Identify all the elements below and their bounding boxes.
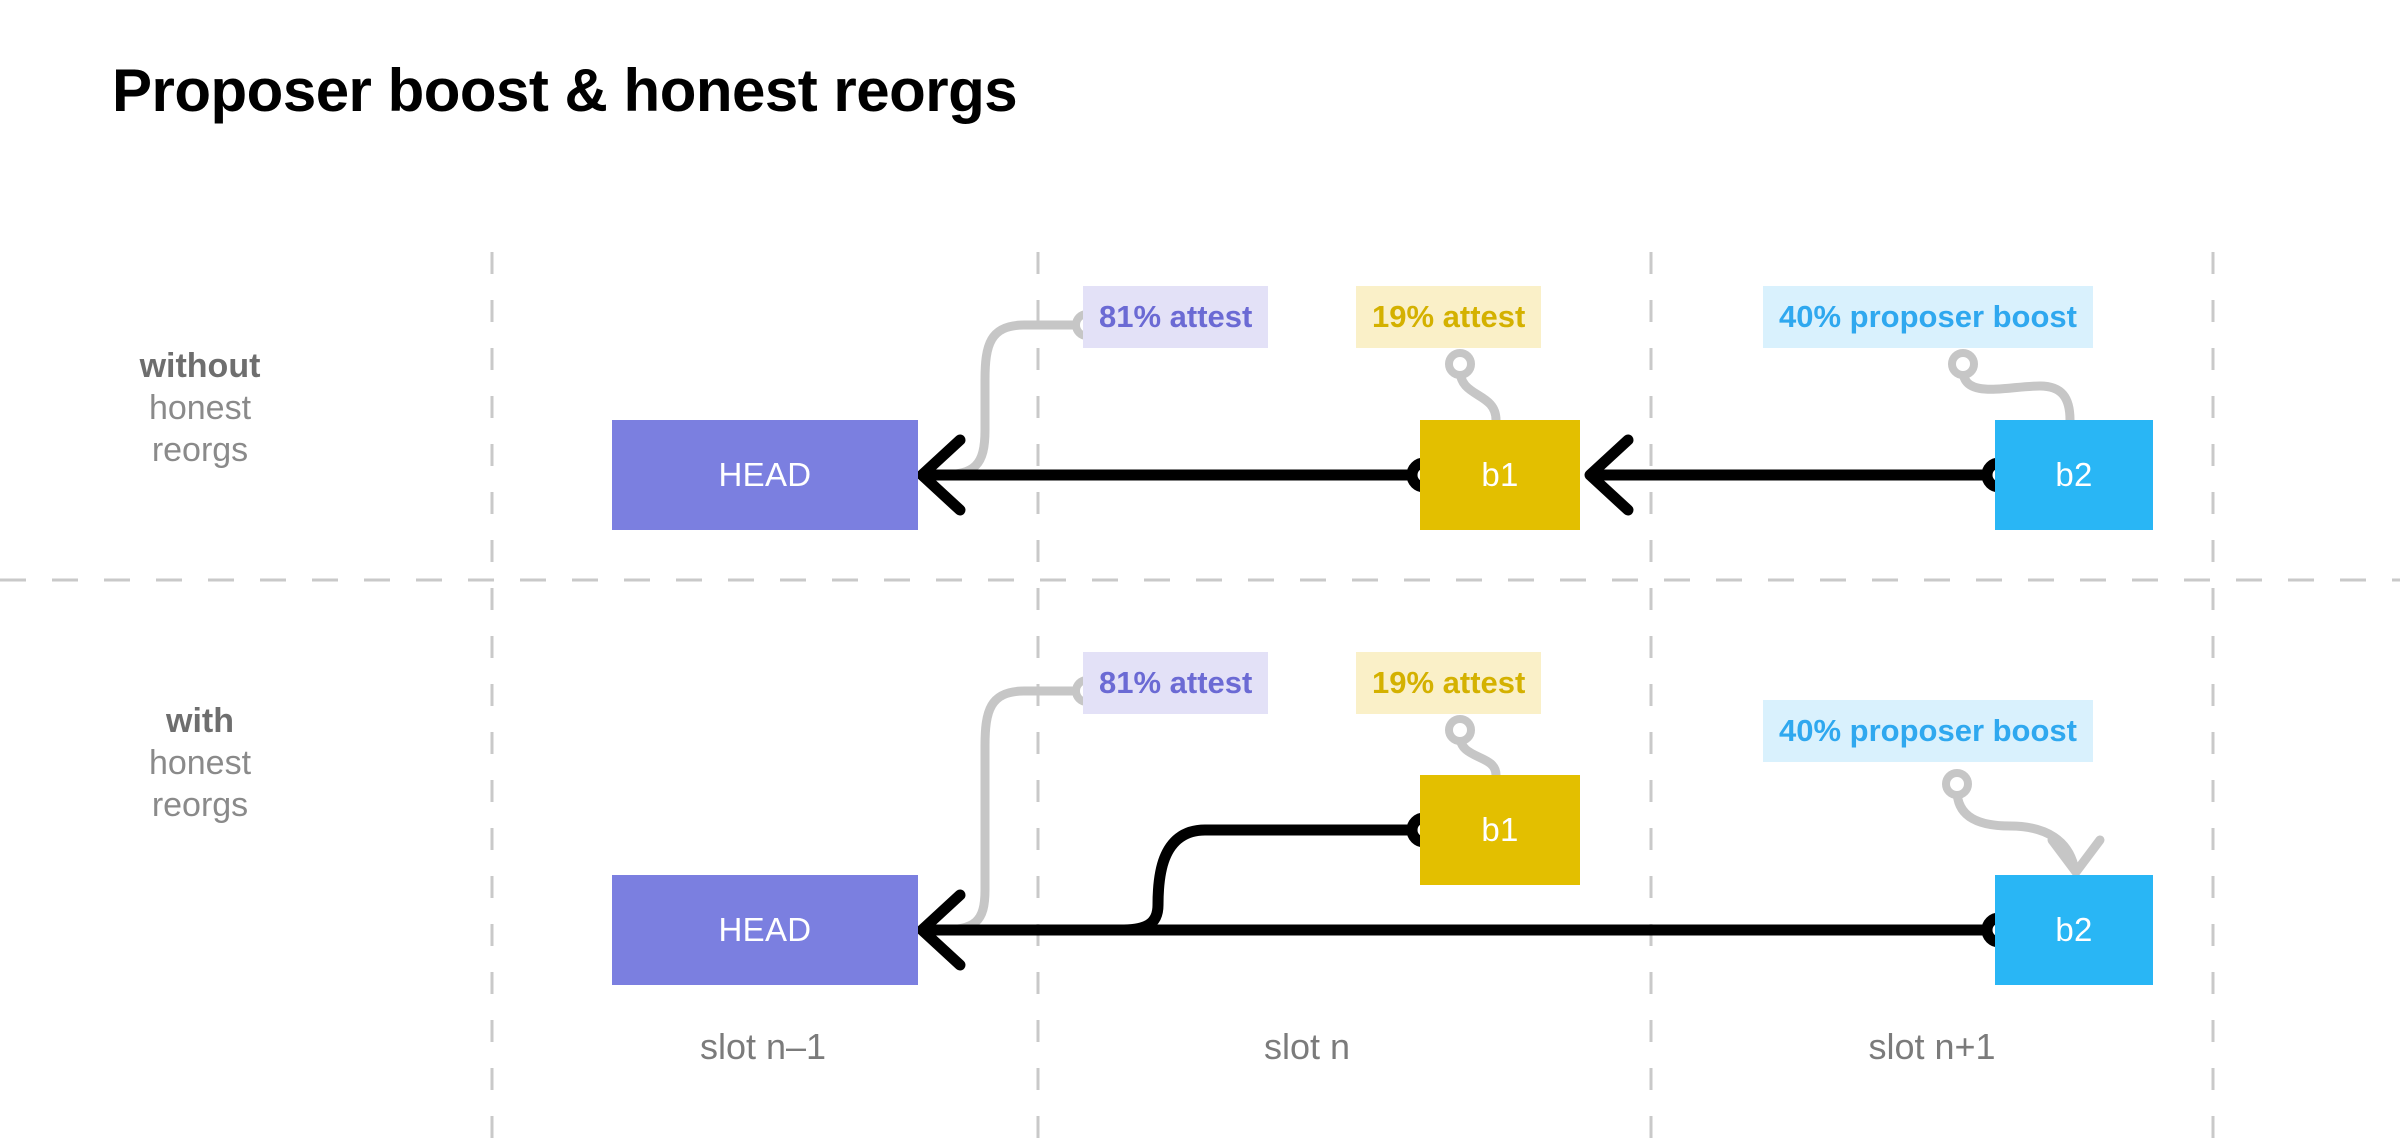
row-label-without-line2: honest xyxy=(148,389,252,428)
leader-boost40-top xyxy=(1948,349,2075,425)
badge-attest81-without: 81% attest xyxy=(1083,286,1269,348)
chain-link-b1-head-top xyxy=(916,434,1442,516)
slot-label-n: slot n xyxy=(1263,1026,1351,1067)
slot-divider-group xyxy=(490,252,2215,1140)
block-b1-without[interactable]: b1 xyxy=(1420,420,1580,530)
leader-attest81-top xyxy=(935,310,1102,480)
block-b1-with[interactable]: b1 xyxy=(1420,775,1580,885)
row-label-with-line3: reorgs xyxy=(151,786,249,825)
badge-attest19-with: 19% attest xyxy=(1356,652,1542,714)
leader-boost40-bot xyxy=(1942,769,2105,877)
block-b2-without[interactable]: b2 xyxy=(1995,420,2153,530)
row-label-with-line2: honest xyxy=(148,744,252,783)
leader-attest19-bot xyxy=(1445,715,1501,780)
row-label-without-line3: reorgs xyxy=(151,431,249,470)
leader-attest19-top xyxy=(1445,349,1501,425)
row-label-with: with honest reorgs xyxy=(20,700,380,826)
chain-branch-b1-orphan-bot xyxy=(1119,812,1442,936)
chain-link-b2-b1-top xyxy=(1584,434,2017,516)
block-head-without[interactable]: HEAD xyxy=(612,420,918,530)
badge-attest19-without: 19% attest xyxy=(1356,286,1542,348)
block-b2-with[interactable]: b2 xyxy=(1995,875,2153,985)
badge-attest81-with: 81% attest xyxy=(1083,652,1269,714)
block-head-with[interactable]: HEAD xyxy=(612,875,918,985)
leader-attest81-bot xyxy=(935,676,1102,935)
row-label-with-strong: with xyxy=(166,702,234,740)
page-title: Proposer boost & honest reorgs xyxy=(112,57,1018,124)
chain-link-b2-head-bot xyxy=(916,889,2017,971)
row-label-without-strong: without xyxy=(139,347,261,385)
badge-boost40-with: 40% proposer boost xyxy=(1763,700,2093,762)
row-label-without: without honest reorgs xyxy=(20,345,380,471)
slot-label-n-plus-1: slot n+1 xyxy=(1868,1026,1996,1067)
slot-label-n-minus-1: slot n–1 xyxy=(699,1026,827,1067)
badge-boost40-without: 40% proposer boost xyxy=(1763,286,2093,348)
